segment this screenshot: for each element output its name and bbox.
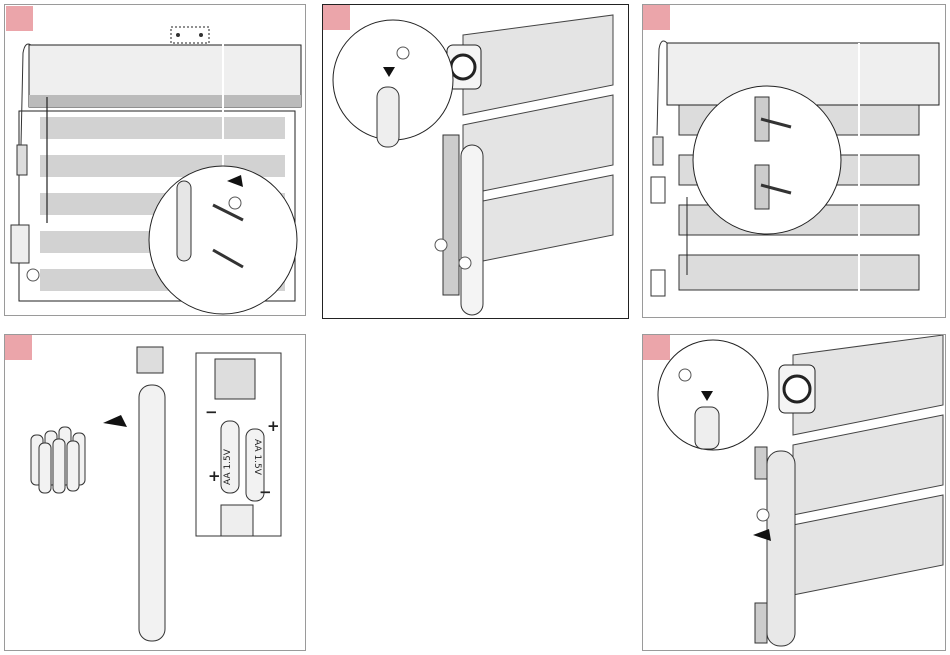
headrail <box>666 42 940 106</box>
detail-circle <box>148 165 298 315</box>
step-6-panel <box>642 334 946 651</box>
battery-voltage-label: 1.5V <box>252 454 262 475</box>
bracket-icon <box>754 446 768 480</box>
detail-circle <box>692 85 842 235</box>
battery-type-label: AA <box>252 439 262 452</box>
fabric-slats <box>462 14 614 266</box>
clip-detail <box>176 180 192 262</box>
battery-pack-icon <box>30 426 86 494</box>
battery-icon <box>245 428 265 502</box>
screw-icon <box>212 248 244 269</box>
battery-type-label: AA <box>223 472 233 485</box>
bracket-icon <box>754 602 768 644</box>
wand-icon <box>16 144 28 176</box>
plus-sign: + <box>208 467 221 485</box>
screw-icon <box>760 183 792 195</box>
clip-icon <box>650 269 666 297</box>
step-2-panel <box>322 4 629 319</box>
clip-icon <box>10 224 30 264</box>
step-tag <box>5 335 32 360</box>
screw-icon <box>212 203 244 222</box>
step-4-panel: AA 1.5V AA 1.5V − + + − <box>4 334 306 651</box>
wand-tube <box>138 384 166 642</box>
step-tag <box>643 5 670 30</box>
clip-icon <box>650 176 666 204</box>
step-4-illustration: AA 1.5V AA 1.5V − + + − <box>30 346 282 642</box>
step-1-panel <box>4 4 306 316</box>
plus-sign: + <box>267 417 280 435</box>
minus-sign: − <box>259 483 272 501</box>
step-3-panel <box>642 4 946 318</box>
arrow-icon <box>383 67 395 77</box>
wand-tube <box>766 450 796 647</box>
battery-cap-icon <box>214 358 256 400</box>
battery-cap-icon <box>136 346 164 374</box>
wand-icon <box>442 134 460 296</box>
step-1-illustration <box>10 26 302 315</box>
screw-icon <box>760 117 792 129</box>
arrow-icon <box>701 391 713 401</box>
wand-icon <box>652 136 664 166</box>
svg-text:AA 1.5V: AA 1.5V <box>223 448 233 485</box>
step-2-illustration <box>332 14 614 316</box>
bracket-icon <box>170 26 210 44</box>
step-6-illustration <box>657 335 944 647</box>
step-tag <box>6 6 33 31</box>
battery-icon <box>220 420 240 494</box>
detail-circle <box>657 339 769 451</box>
step-tag <box>323 5 350 30</box>
wand-cord <box>20 43 32 146</box>
svg-text:AA 1.5V: AA 1.5V <box>252 439 262 476</box>
arrow-icon <box>103 415 127 427</box>
step-tag <box>643 335 670 360</box>
arrow-icon <box>227 175 243 187</box>
minus-sign: − <box>205 403 218 421</box>
battery-voltage-label: 1.5V <box>223 448 233 469</box>
step-3-illustration <box>650 40 940 305</box>
arrow-icon <box>753 529 771 541</box>
